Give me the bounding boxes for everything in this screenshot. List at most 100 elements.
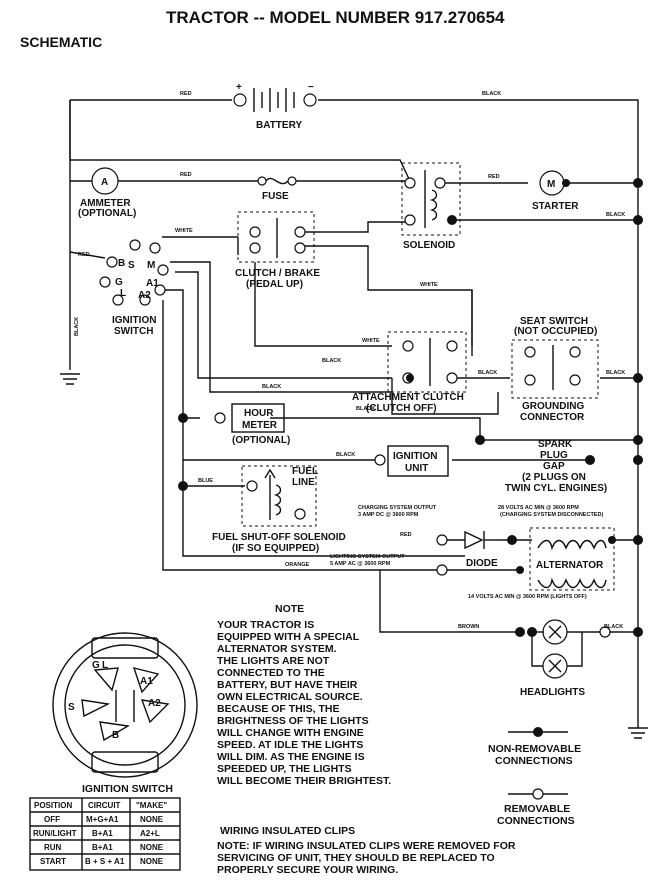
clutch-brake-sub-label: (PEDAL UP): [246, 279, 303, 290]
ammeter-optional-label: (OPTIONAL): [78, 208, 136, 219]
attachment-clutch: ATTACHMENT CLUTCH (CLUTCH OFF): [352, 331, 467, 414]
wire-white-top: WHITE: [175, 228, 193, 234]
wire-white-mid: WHITE: [420, 282, 438, 288]
switch-table-title: IGNITION SWITCH: [82, 783, 173, 795]
lighting-spec-1: LIGHTING SYSTEM OUTPUT: [330, 554, 405, 560]
schematic-label: SCHEMATIC: [20, 34, 102, 50]
seat-switch-sub-label: (NOT OCCUPIED): [514, 326, 597, 337]
note-line-9: BRIGHTNESS OF THE LIGHTS: [217, 715, 369, 727]
spark-plug-label-1: SPARK: [538, 439, 573, 450]
clips-line-1: NOTE: IF WIRING INSULATED CLIPS WERE REM…: [217, 840, 516, 852]
wire-black-seat: BLACK: [478, 370, 497, 376]
clips-note: WIRING INSULATED CLIPS NOTE: IF WIRING I…: [217, 825, 516, 876]
fuel-shutoff-solenoid: FUEL LINE FUEL SHUT-OFF SOLENOID (IF SO …: [212, 465, 346, 554]
wire-black-ign: BLACK: [336, 452, 355, 458]
wire-orange: ORANGE: [285, 562, 309, 568]
ac28-spec-2: (CHARGING SYSTEM DISCONNECTED): [500, 512, 603, 518]
legend-nonremovable-1: NON-REMOVABLE: [488, 743, 581, 755]
note-line-4: THE LIGHTS ARE NOT: [217, 655, 330, 667]
wire-black-battery: BLACK: [482, 91, 501, 97]
diode: DIODE: [436, 530, 517, 569]
terminal-b: B: [118, 258, 125, 269]
alternator: ALTERNATOR: [436, 527, 616, 591]
legend: NON-REMOVABLE CONNECTIONS REMOVABLE CONN…: [488, 727, 581, 827]
wire-labels: RED BLACK RED RED BLACK WHITE RED BLACK …: [74, 91, 625, 630]
switch-table-header-position: POSITION: [34, 801, 72, 810]
switch-table-header-circuit: CIRCUIT: [88, 801, 121, 810]
hour-meter-label-2: METER: [242, 420, 278, 431]
switch-table-cell: NONE: [140, 857, 164, 866]
switch-letter-l: L: [102, 660, 108, 671]
terminal-s: S: [128, 260, 135, 271]
terminal-g: G: [115, 277, 123, 288]
fuse: FUSE: [257, 176, 297, 202]
terminal-m: M: [147, 260, 155, 271]
wire-black-seat-2: BLACK: [606, 370, 625, 376]
ignition-unit-label-1: IGNITION: [393, 451, 437, 462]
note-line-11: SPEED. AT IDLE THE LIGHTS: [217, 739, 363, 751]
note-line-10: WILL CHANGE WITH ENGINE: [217, 727, 364, 739]
switch-table-cell: B + S + A1: [85, 857, 125, 866]
legend-nonremovable-2: CONNECTIONS: [495, 755, 573, 767]
switch-letter-b: B: [112, 730, 119, 741]
wire-black-head: BLACK: [604, 624, 623, 630]
battery-minus-label: −: [308, 82, 314, 93]
switch-letter-g: G: [92, 660, 100, 671]
diode-label: DIODE: [466, 558, 498, 569]
wire-white-attach: WHITE: [362, 338, 380, 344]
spark-plug-label-2: PLUG: [540, 450, 568, 461]
spark-plug-label-4: (2 PLUGS ON: [522, 472, 586, 483]
note-line-1: YOUR TRACTOR IS: [217, 619, 314, 631]
legend-removable-2: CONNECTIONS: [497, 815, 575, 827]
note-line-13: SPEEDED UP, THE LIGHTS: [217, 763, 352, 775]
starter: M STARTER: [532, 170, 579, 212]
switch-table-cell: NONE: [140, 843, 164, 852]
solenoid-label: SOLENOID: [403, 240, 455, 251]
clips-heading: WIRING INSULATED CLIPS: [220, 825, 355, 837]
ignition-switch-label-1: IGNITION: [112, 315, 156, 326]
note-line-6: BATTERY, BUT HAVE THEIR: [217, 679, 358, 691]
solenoid: SOLENOID: [401, 162, 461, 251]
fuel-solenoid-label: FUEL SHUT-OFF SOLENOID: [212, 532, 346, 543]
charging-spec-2: 3 AMP DC @ 3600 RPM: [358, 512, 419, 518]
attachment-clutch-label: ATTACHMENT CLUTCH: [352, 392, 464, 403]
clutch-brake-switch: CLUTCH / BRAKE (PEDAL UP): [235, 211, 320, 290]
terminal-l: L: [120, 288, 126, 299]
switch-table-cell: B+A1: [92, 843, 113, 852]
legend-removable-1: REMOVABLE: [504, 803, 570, 815]
switch-table-cell: RUN/LIGHT: [33, 829, 77, 838]
ignition-switch: B S M G A1 L A2 IGNITION SWITCH: [99, 239, 169, 337]
wire-red-left: RED: [78, 252, 90, 258]
headlights-label: HEADLIGHTS: [520, 687, 585, 698]
ac28-spec-1: 28 VOLTS AC MIN @ 3600 RPM: [498, 505, 579, 511]
starter-symbol: M: [547, 179, 555, 190]
attachment-clutch-sub-label: (CLUTCH OFF): [366, 403, 437, 414]
battery: + − BATTERY: [233, 82, 317, 131]
ammeter-label: AMMETER: [80, 198, 131, 209]
wire-red-diode: RED: [400, 532, 412, 538]
wire-black-attach-2: BLACK: [262, 384, 281, 390]
note-block: NOTE YOUR TRACTOR IS EQUIPPED WITH A SPE…: [217, 603, 391, 787]
ac14-spec: 14 VOLTS AC MIN @ 3600 RPM (LIGHTS OFF): [468, 594, 587, 600]
page-title: TRACTOR -- MODEL NUMBER 917.270654: [166, 8, 505, 27]
headlights: HEADLIGHTS: [515, 619, 611, 698]
fuel-line-label-1: FUEL: [292, 466, 318, 477]
alternator-label: ALTERNATOR: [536, 560, 604, 571]
ammeter: A AMMETER (OPTIONAL): [78, 167, 136, 219]
junction-dots: [178, 178, 643, 637]
fuel-line-label-2: LINE: [292, 477, 315, 488]
ignition-unit: IGNITION UNIT: [374, 445, 449, 477]
note-line-7: OWN ELECTRICAL SOURCE.: [217, 691, 363, 703]
main-wires: [60, 99, 648, 739]
switch-letter-a2: A2: [148, 698, 161, 709]
note-line-8: BECAUSE OF THIS, THE: [217, 703, 340, 715]
hour-meter: HOUR METER (OPTIONAL): [214, 403, 290, 446]
note-heading: NOTE: [275, 603, 304, 615]
wire-red-battery: RED: [180, 91, 192, 97]
switch-table-cell: B+A1: [92, 829, 113, 838]
ignition-switch-table: IGNITION SWITCH POSITION CIRCUIT "MAKE" …: [29, 783, 181, 871]
wire-red-starter: RED: [488, 174, 500, 180]
note-line-5: CONNECTED TO THE: [217, 667, 325, 679]
wire-brown: BROWN: [458, 624, 479, 630]
